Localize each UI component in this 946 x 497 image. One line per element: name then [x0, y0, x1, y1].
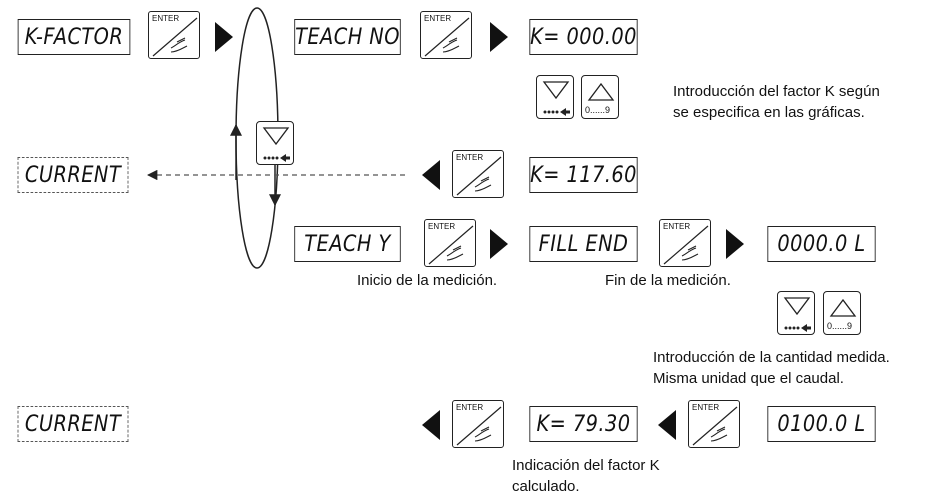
down-triangle-icon [783, 297, 811, 332]
hand-press-icon [692, 406, 738, 446]
hand-press-icon [456, 406, 502, 446]
up-key-button[interactable]: 0......9 [823, 291, 861, 335]
down-key-button[interactable] [256, 121, 294, 165]
display-kfactor: K-FACTOR [17, 19, 131, 55]
display-current-bottom: CURRENT [17, 406, 129, 442]
display-teach-no: TEACH NO [294, 19, 401, 55]
enter-button[interactable]: ENTER [420, 11, 472, 59]
arrow-left-icon [422, 160, 440, 190]
enter-button[interactable]: ENTER [452, 150, 504, 198]
display-current-top: CURRENT [17, 157, 129, 193]
caption-calc: Indicación del factor K calculado. [512, 455, 660, 497]
enter-label: ENTER [428, 222, 456, 231]
arrow-left-icon [422, 410, 440, 440]
up-triangle-icon [587, 82, 615, 101]
hand-press-icon [424, 17, 470, 57]
caption-k-intro-line1: Introducción del factor K según [673, 83, 880, 100]
down-triangle-icon [542, 81, 570, 116]
caption-end: Fin de la medición. [605, 272, 731, 289]
enter-label: ENTER [424, 14, 452, 23]
digit-range-label: 0......9 [585, 105, 611, 115]
hand-press-icon [428, 225, 474, 265]
caption-start: Inicio de la medición. [357, 272, 498, 289]
arrow-left-icon [658, 410, 676, 440]
display-k-79: K= 79.30 [529, 406, 638, 442]
enter-label: ENTER [692, 403, 720, 412]
enter-button[interactable]: ENTER [659, 219, 711, 267]
display-k-zero: K= 000.00 [529, 19, 638, 55]
down-key-button[interactable] [777, 291, 815, 335]
hand-press-icon [152, 17, 198, 57]
digit-range-label: 0......9 [827, 321, 853, 331]
arrow-right-icon [490, 229, 508, 259]
display-vol-zero: 0000.0 L [767, 226, 876, 262]
caption-qty-line2: Misma unidad que el caudal. [653, 370, 844, 387]
up-key-button[interactable]: 0......9 [581, 75, 619, 119]
caption-calc-line1: Indicación del factor K [512, 457, 660, 474]
enter-button[interactable]: ENTER [424, 219, 476, 267]
up-triangle-icon [829, 298, 857, 317]
arrow-right-icon [215, 22, 233, 52]
display-vol-100: 0100.0 L [767, 406, 876, 442]
caption-k-intro: Introducción del factor K según se espec… [673, 81, 880, 123]
enter-label: ENTER [152, 14, 180, 23]
hand-press-icon [663, 225, 709, 265]
enter-button[interactable]: ENTER [148, 11, 200, 59]
caption-qty-line1: Introducción de la cantidad medida. [653, 349, 890, 366]
arrow-right-icon [490, 22, 508, 52]
down-triangle-icon [262, 127, 290, 162]
arrow-right-icon [726, 229, 744, 259]
hand-press-icon [456, 156, 502, 196]
caption-k-intro-line2: se especifica en las gráficas. [673, 104, 865, 121]
display-fill-end: FILL END [529, 226, 638, 262]
display-teach-y: TEACH Y [294, 226, 401, 262]
display-k-117: K= 117.60 [529, 157, 638, 193]
enter-label: ENTER [456, 403, 484, 412]
enter-button[interactable]: ENTER [452, 400, 504, 448]
down-key-button[interactable] [536, 75, 574, 119]
enter-label: ENTER [663, 222, 691, 231]
enter-label: ENTER [456, 153, 484, 162]
caption-qty: Introducción de la cantidad medida. Mism… [653, 347, 890, 389]
caption-calc-line2: calculado. [512, 478, 580, 495]
enter-button[interactable]: ENTER [688, 400, 740, 448]
